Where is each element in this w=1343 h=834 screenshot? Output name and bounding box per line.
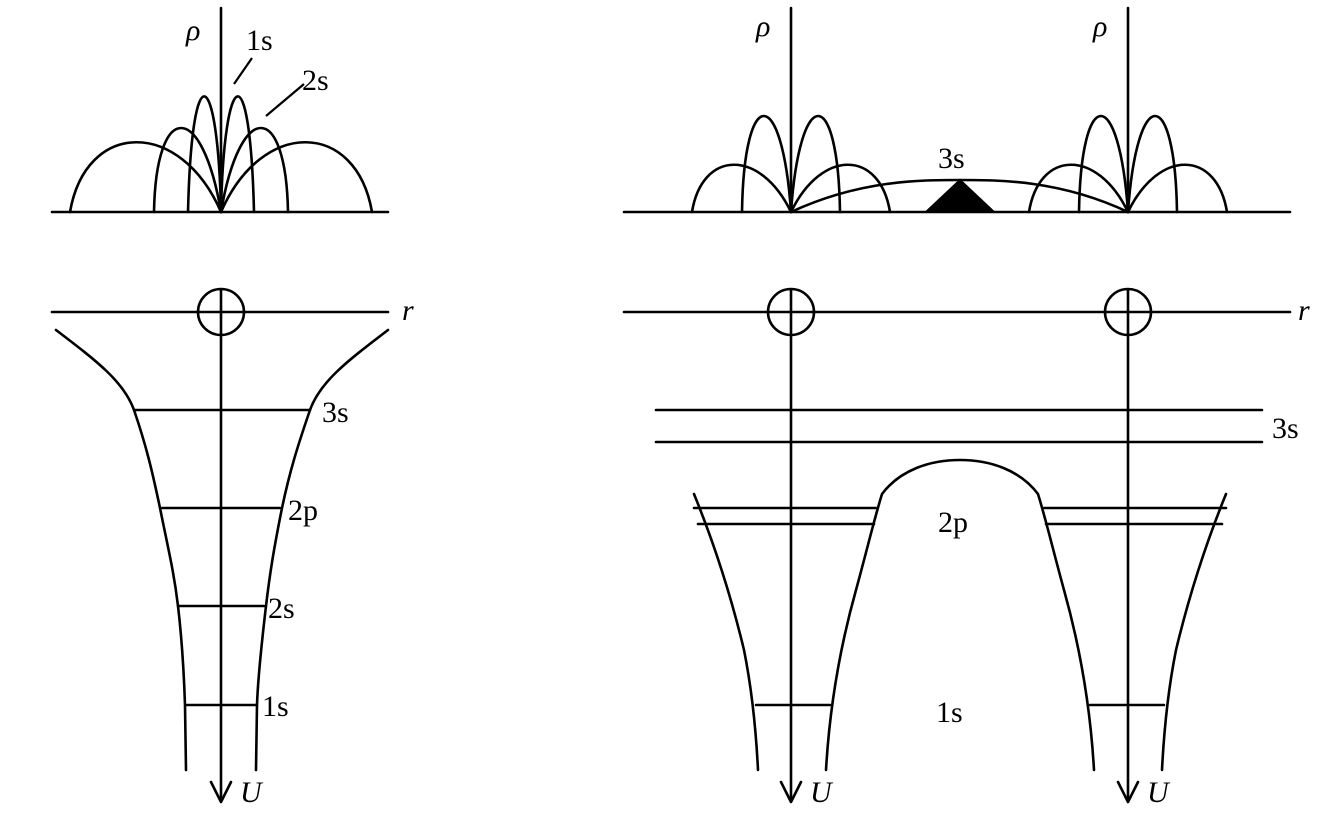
right-3s-curve-label: 3s: [938, 142, 965, 175]
right-outer-wall-right: [1160, 492, 1228, 772]
right-outer-wall-left: [692, 492, 760, 772]
right-r-label: r: [1298, 294, 1310, 327]
left-rho-label: ρ: [185, 14, 200, 47]
left-2s-pointer: [265, 83, 305, 117]
left-middle-lobe-left: [152, 126, 223, 214]
right-potential-well: r 3s 2p 1s U U: [622, 287, 1310, 809]
left-r-label: r: [402, 294, 414, 327]
left-well-wall-right: [254, 328, 390, 772]
right-rho-label-a: ρ: [755, 10, 770, 43]
right-b-inner-lobe-right: [1126, 114, 1179, 214]
left-inner-lobe-right: [219, 95, 256, 214]
left-density-plot: ρ 1s 2s: [50, 6, 390, 214]
right-a-inner-lobe-left: [740, 114, 793, 214]
right-3s-level-label: 3s: [1272, 412, 1299, 445]
right-u-arrowhead-a: [779, 780, 803, 804]
left-1s-level-label: 1s: [262, 690, 289, 723]
left-u-arrowhead: [209, 780, 233, 804]
left-panel-single-atom: ρ 1s 2s r 3s 2p 2s 1s U: [50, 6, 414, 809]
left-outer-lobe-left: [68, 140, 223, 214]
right-b-inner-lobe-left: [1077, 114, 1130, 214]
left-outer-lobe-right: [219, 140, 374, 214]
right-3s-overlap-filled: [923, 178, 997, 213]
left-2s-curve-label: 2s: [302, 64, 329, 97]
left-2s-level-label: 2s: [268, 592, 295, 625]
left-3s-level-label: 3s: [322, 396, 349, 429]
right-central-barrier: [824, 458, 1096, 772]
right-a-outer-lobe-right: [789, 163, 892, 214]
left-1s-curve-label: 1s: [246, 24, 273, 57]
left-well-wall-left: [54, 328, 188, 772]
right-2p-level-label: 2p: [938, 506, 968, 539]
right-u-label-a: U: [810, 776, 834, 809]
left-1s-pointer: [233, 57, 253, 85]
right-a-inner-lobe-right: [789, 114, 842, 214]
right-a-outer-lobe-left: [690, 163, 793, 214]
right-b-outer-lobe-left: [1027, 163, 1130, 214]
right-u-arrowhead-b: [1116, 780, 1140, 804]
right-density-plot: ρ ρ 3s: [622, 6, 1292, 214]
right-panel-two-atoms: ρ ρ 3s: [622, 6, 1310, 809]
right-u-label-b: U: [1147, 776, 1171, 809]
right-rho-label-b: ρ: [1092, 10, 1107, 43]
right-1s-level-label: 1s: [936, 696, 963, 729]
left-inner-lobe-left: [186, 95, 223, 214]
left-middle-lobe-right: [219, 126, 290, 214]
left-2p-level-label: 2p: [288, 494, 318, 527]
left-potential-well: r 3s 2p 2s 1s U: [50, 287, 414, 809]
left-u-label: U: [240, 776, 264, 809]
right-b-outer-lobe-right: [1126, 163, 1229, 214]
